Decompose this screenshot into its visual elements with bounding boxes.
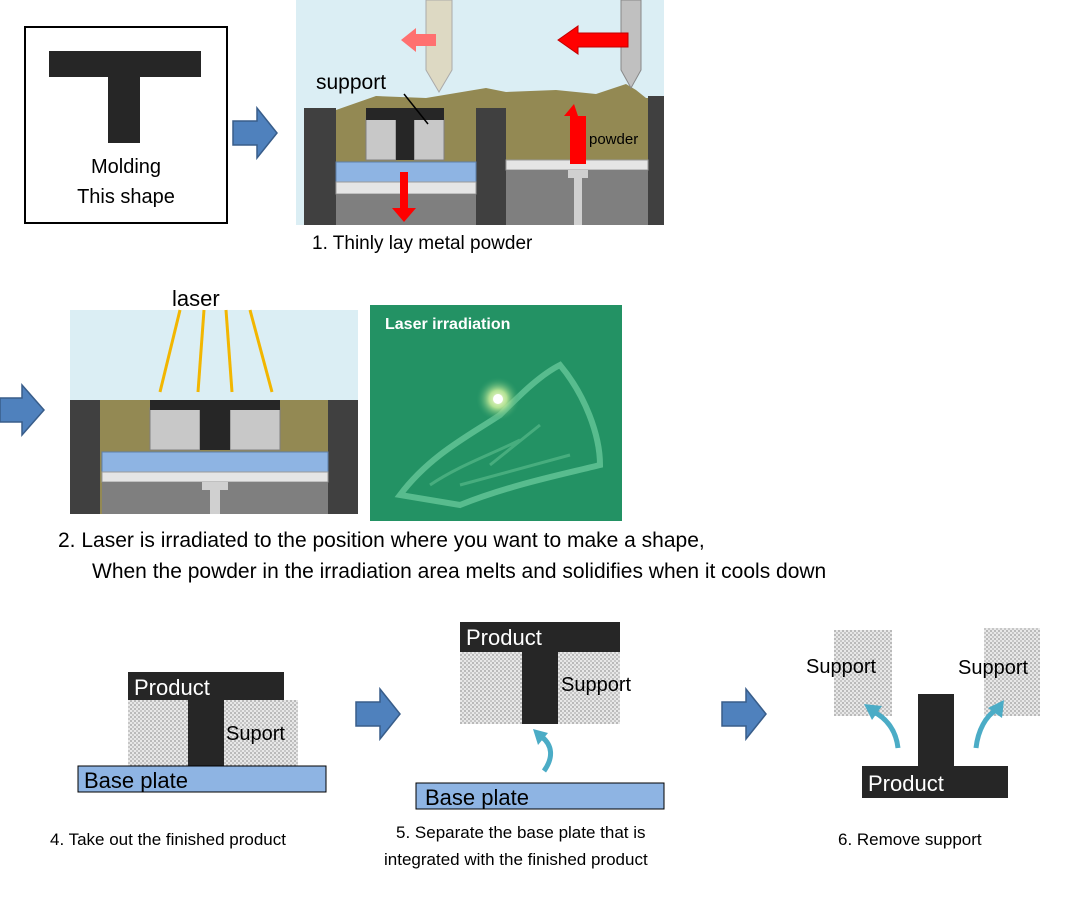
step6-support-left-label: Support bbox=[806, 656, 877, 678]
laser-label: laser bbox=[172, 286, 220, 311]
shape-label-line2: This shape bbox=[77, 186, 175, 208]
step6-caption: 6. Remove support bbox=[838, 830, 982, 849]
step4-product-label: Product bbox=[134, 675, 210, 700]
curved-arrow-icon bbox=[533, 729, 553, 773]
step6-support-right-label: Support bbox=[958, 657, 1029, 679]
step2-caption-line1: 2. Laser is irradiated to the position w… bbox=[58, 529, 705, 552]
t-shape-bar bbox=[49, 51, 201, 77]
step6-product-label: Product bbox=[868, 771, 944, 796]
step4-caption: 4. Take out the finished product bbox=[50, 830, 286, 849]
step4-base-plate-label: Base plate bbox=[84, 768, 188, 793]
target-shape-box: Molding This shape bbox=[24, 26, 228, 224]
flow-arrow-icon bbox=[232, 105, 278, 161]
laser-irradiation-photo bbox=[370, 305, 622, 521]
step2-caption-line2: When the powder in the irradiation area … bbox=[92, 560, 827, 583]
step5-caption-line2: integrated with the finished product bbox=[384, 850, 648, 869]
step4-diagram bbox=[77, 672, 327, 793]
support-label: support bbox=[316, 71, 387, 94]
photo-title: Laser irradiation bbox=[385, 316, 511, 333]
flow-arrow-icon bbox=[355, 686, 401, 742]
flow-arrow-icon bbox=[721, 686, 767, 742]
shape-label-line1: Molding bbox=[90, 156, 162, 178]
step5-product-label: Product bbox=[466, 625, 542, 650]
step5-base-plate-label: Base plate bbox=[425, 785, 529, 810]
step1-caption: 1. Thinly lay metal powder bbox=[312, 233, 533, 254]
step5-support-label: Support bbox=[561, 674, 632, 696]
powder-bed-diagram bbox=[296, 0, 664, 225]
t-shape-stem bbox=[108, 77, 140, 143]
step6-diagram bbox=[834, 628, 1040, 798]
step5-base-plate bbox=[415, 782, 665, 810]
powder-label: powder bbox=[589, 131, 639, 148]
step5-diagram bbox=[460, 622, 620, 724]
laser-melting-diagram bbox=[70, 309, 358, 514]
flow-arrow-icon bbox=[0, 383, 45, 437]
step5-caption-line1: 5. Separate the base plate that is bbox=[396, 823, 646, 842]
step4-support-label: Suport bbox=[226, 723, 285, 745]
